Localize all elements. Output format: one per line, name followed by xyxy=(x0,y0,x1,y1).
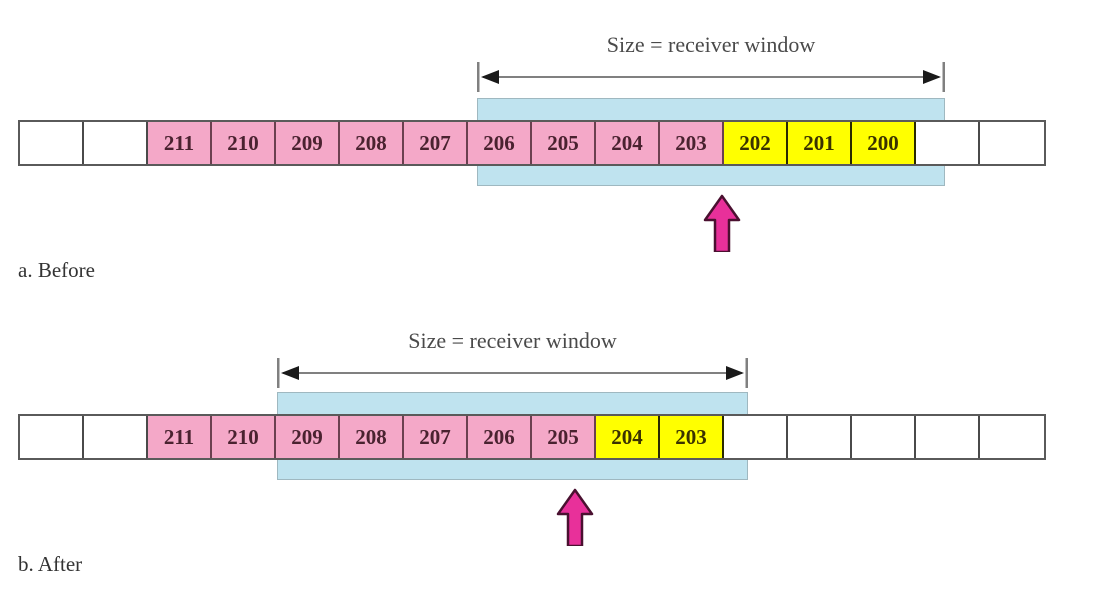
sequence-cell-empty xyxy=(980,122,1044,164)
sequence-cell-empty xyxy=(724,416,788,458)
sequence-cell-empty xyxy=(852,416,916,458)
sequence-cell: 204 xyxy=(596,122,660,164)
pointer-arrow-before xyxy=(703,194,741,252)
dimension-arrow-before xyxy=(477,62,945,92)
caption-before: a. Before xyxy=(18,258,95,282)
sequence-cell: 207 xyxy=(404,122,468,164)
sequence-cell: 209 xyxy=(276,416,340,458)
sequence-cell: 211 xyxy=(148,122,212,164)
dimension-arrow-after xyxy=(277,358,748,388)
pointer-arrow-after xyxy=(556,488,594,546)
sequence-cell: 210 xyxy=(212,122,276,164)
sequence-cell-empty xyxy=(916,416,980,458)
sequence-cell: 206 xyxy=(468,122,532,164)
dimension-before: Size = receiver window xyxy=(477,32,945,92)
sequence-cell: 201 xyxy=(788,122,852,164)
dimension-after: Size = receiver window xyxy=(277,328,748,388)
sequence-cell: 203 xyxy=(660,416,724,458)
caption-after: b. After xyxy=(18,552,83,576)
sequence-cell: 210 xyxy=(212,416,276,458)
sequence-cell-empty xyxy=(20,416,84,458)
sequence-cell: 205 xyxy=(532,416,596,458)
sequence-cell: 208 xyxy=(340,416,404,458)
sequence-cell-empty xyxy=(20,122,84,164)
sequence-cell: 209 xyxy=(276,122,340,164)
sequence-cell: 205 xyxy=(532,122,596,164)
sequence-cell: 202 xyxy=(724,122,788,164)
dimension-label-after: Size = receiver window xyxy=(408,328,617,353)
sequence-cell: 204 xyxy=(596,416,660,458)
sequence-cell-empty xyxy=(916,122,980,164)
sequence-cell-empty xyxy=(788,416,852,458)
sequence-cell: 207 xyxy=(404,416,468,458)
sequence-cell: 206 xyxy=(468,416,532,458)
dimension-label-before: Size = receiver window xyxy=(606,32,816,57)
sequence-cell-empty xyxy=(980,416,1044,458)
sequence-cell: 208 xyxy=(340,122,404,164)
sequence-cell: 200 xyxy=(852,122,916,164)
sequence-cell-empty xyxy=(84,416,148,458)
sequence-cell-empty xyxy=(84,122,148,164)
sequence-cell: 211 xyxy=(148,416,212,458)
sequence-cell: 203 xyxy=(660,122,724,164)
